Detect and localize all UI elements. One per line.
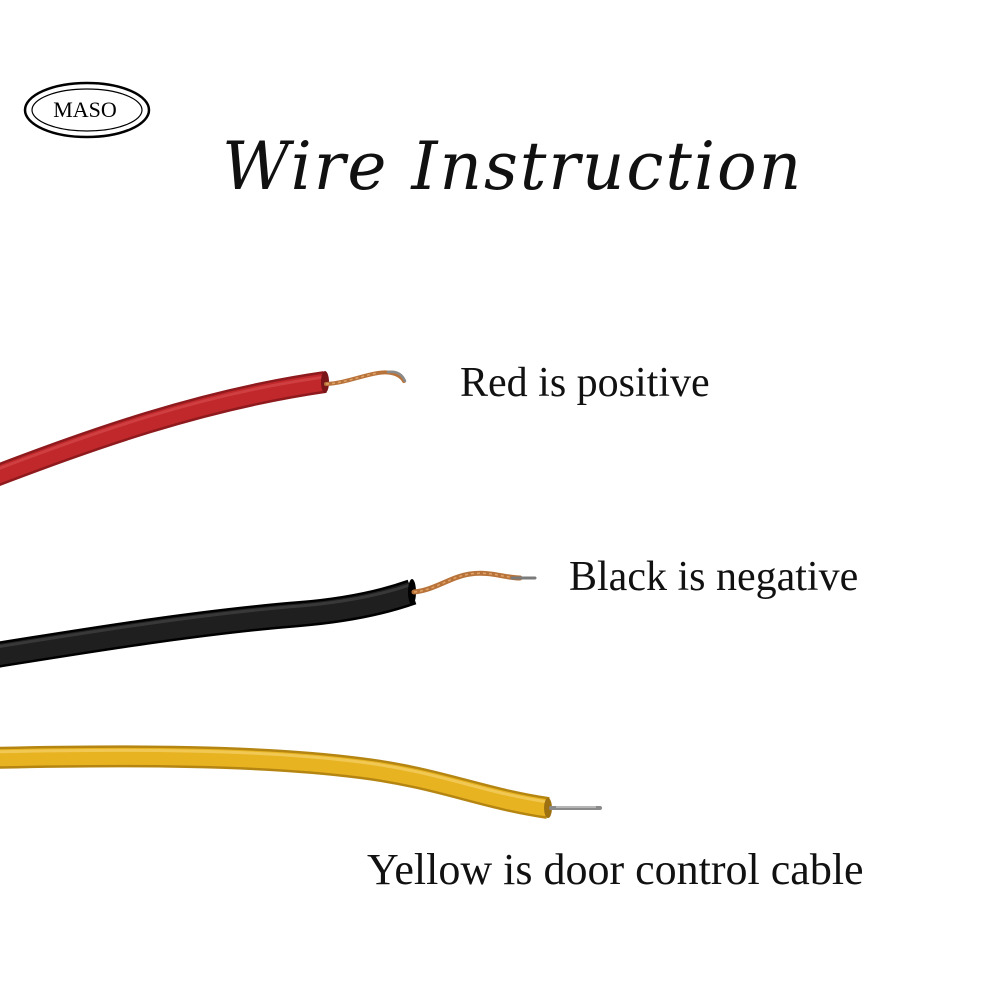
yellow-wire-label: Yellow is door control cable	[367, 845, 864, 894]
black-copper-strand	[411, 570, 523, 595]
yellow-wire-end	[544, 798, 552, 818]
black-wire	[0, 570, 537, 668]
logo-text: MASO	[53, 97, 117, 122]
red-copper-strand	[324, 370, 406, 386]
oval-logo-icon	[23, 81, 151, 139]
page-title: Wire Instruction	[222, 128, 804, 205]
black-wire-label: Black is negative	[569, 554, 859, 600]
brand-logo	[22, 80, 152, 140]
red-wire-end	[321, 371, 329, 393]
yellow-wire	[0, 745, 602, 819]
red-wire	[0, 370, 407, 486]
red-wire-label: Red is positive	[460, 360, 710, 406]
